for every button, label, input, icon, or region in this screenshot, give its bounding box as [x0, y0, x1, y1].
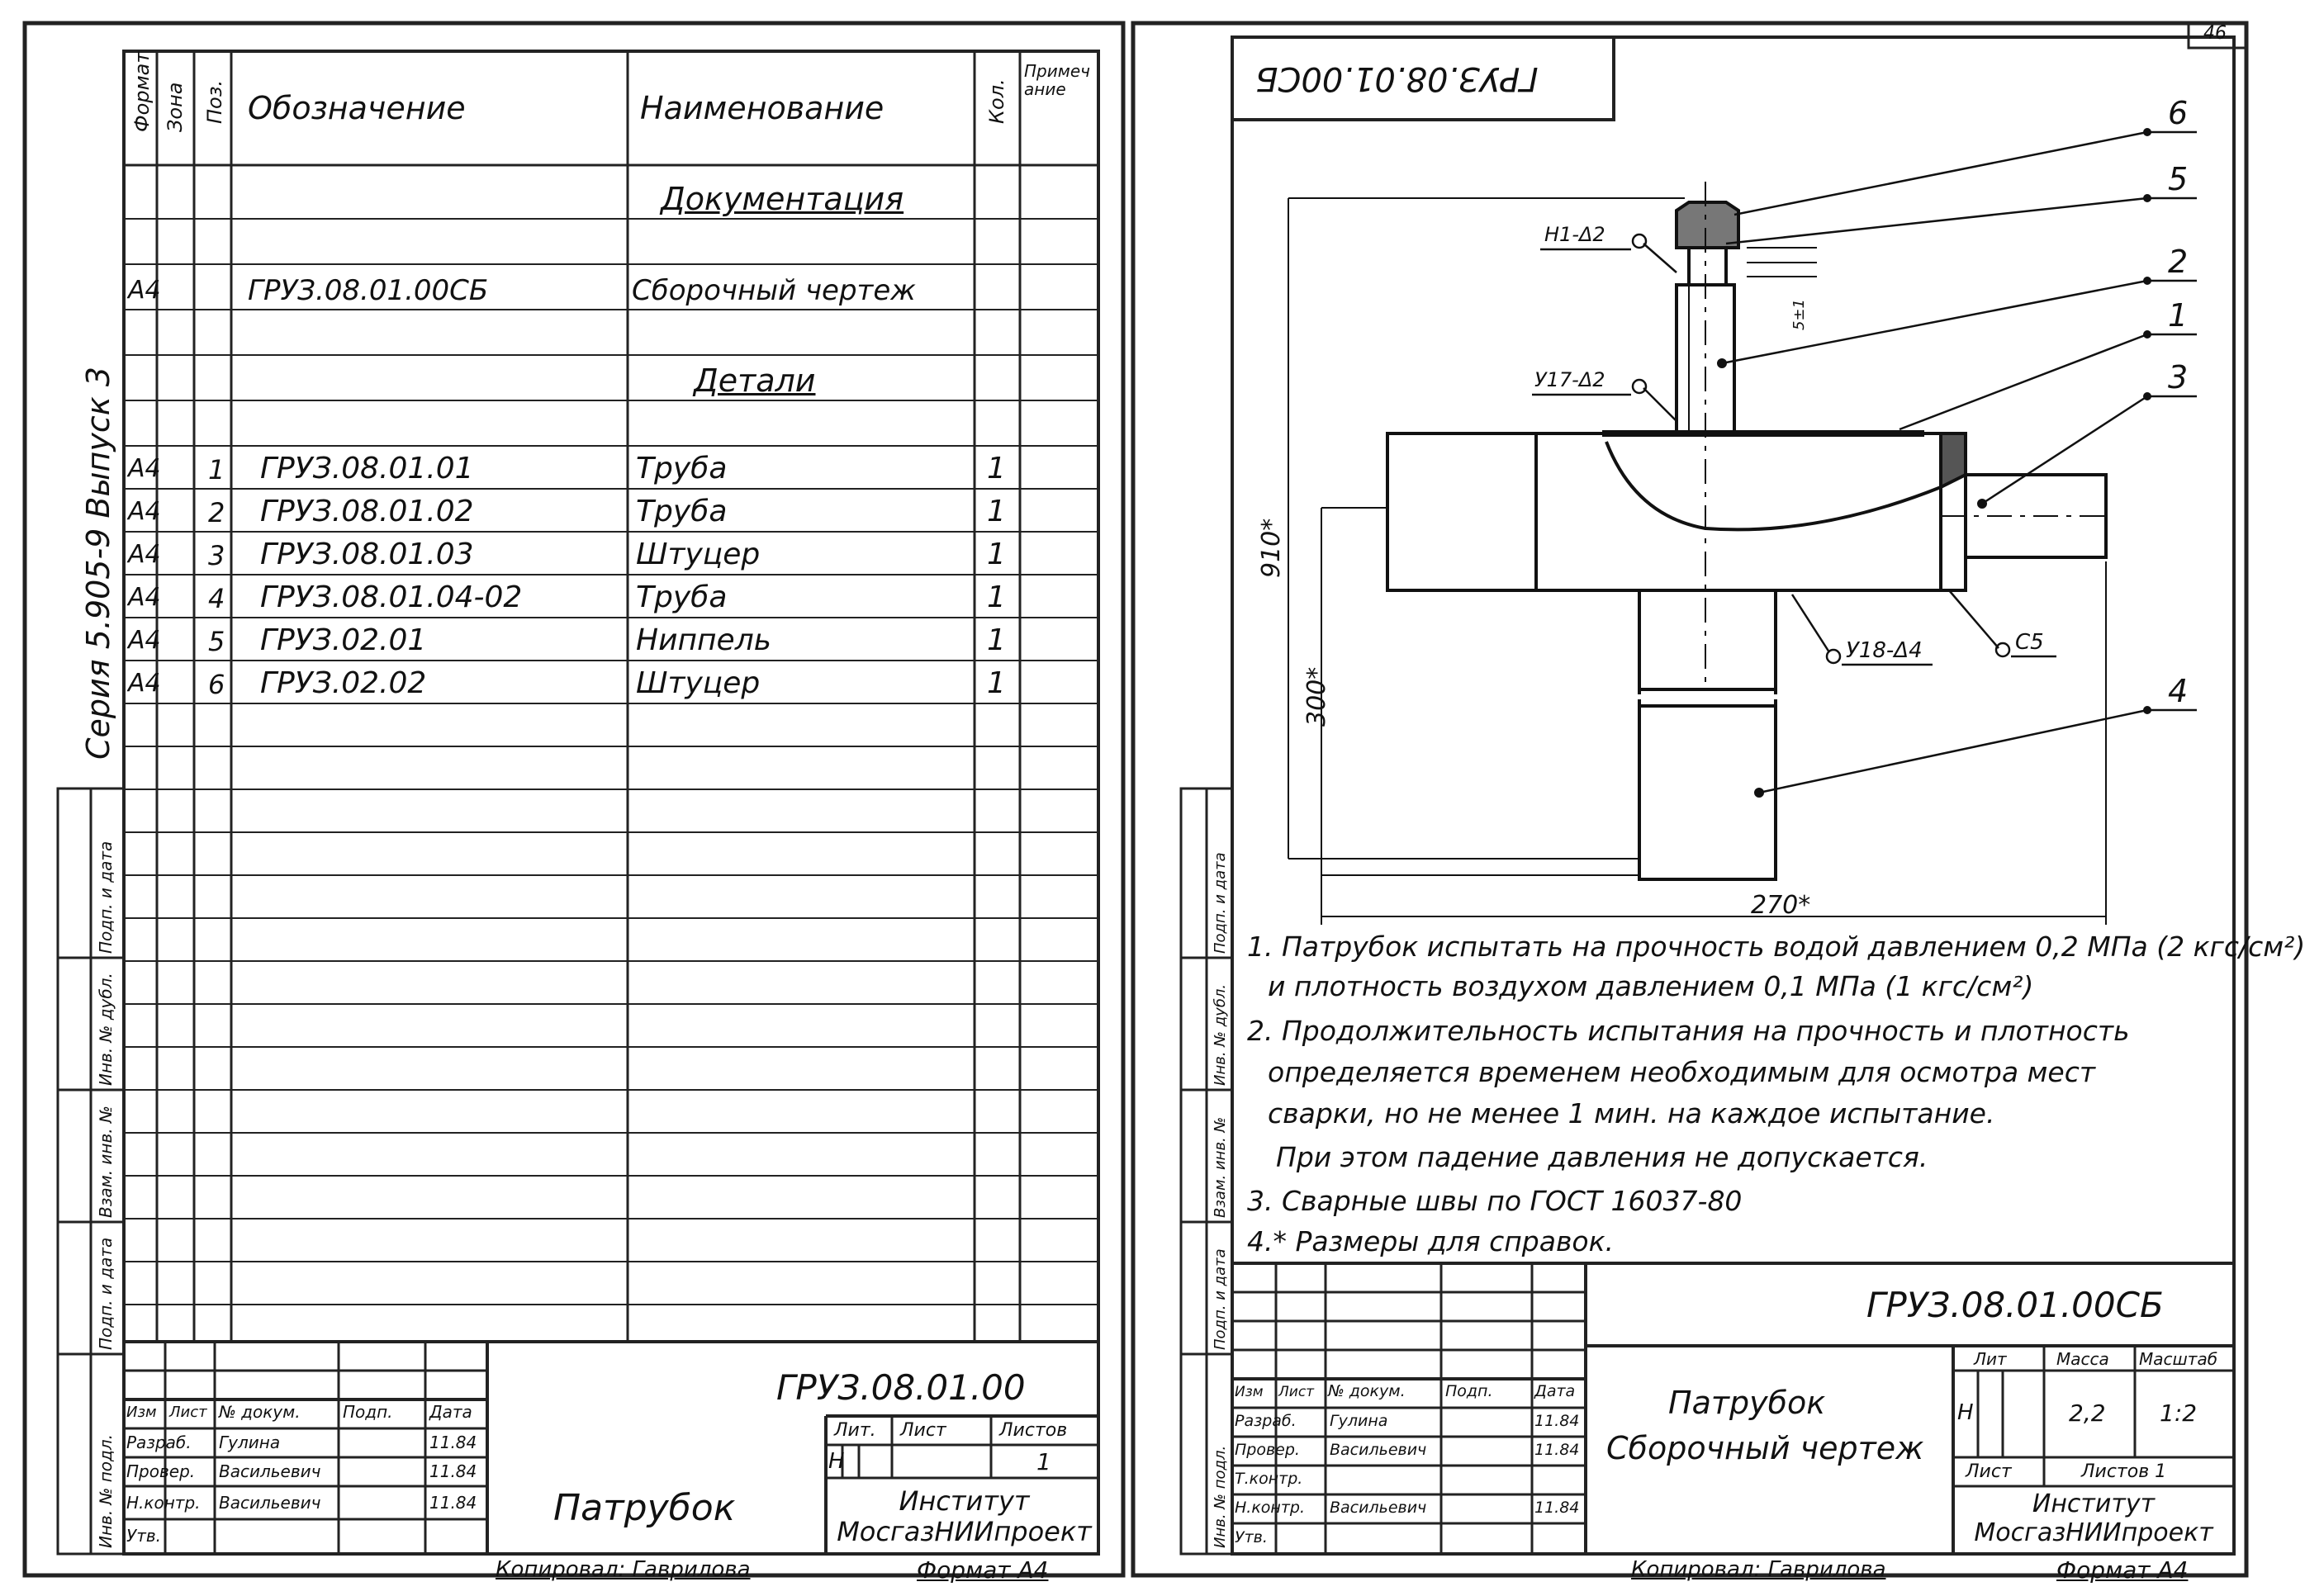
title-subname: Сборочный чертеж	[1606, 1430, 1924, 1466]
series-label: Серия 5.905-9 Выпуск 3	[80, 367, 116, 760]
title-name: Патрубок	[553, 1487, 736, 1529]
dim-height-lower: 300*	[1302, 666, 1331, 727]
doc-row-format: А4	[128, 276, 161, 305]
weld-mark: У17-Δ2	[1534, 368, 1605, 391]
title-code: ГРУЗ.08.01.00СБ	[1866, 1285, 2164, 1325]
side-label: Инв. № дубл.	[96, 973, 116, 1086]
callout-4: 4	[2168, 673, 2189, 709]
section-docs: Документация	[661, 181, 904, 217]
callout-5: 5	[2168, 161, 2189, 197]
header-note: Примечание	[1024, 61, 1090, 99]
weld-mark: Н1-Δ2	[1544, 223, 1605, 246]
side-label: Взам. инв. №	[1212, 1116, 1229, 1218]
side-label: Взам. инв. №	[96, 1106, 116, 1218]
header-format: Формат	[130, 51, 154, 132]
side-label: Подп. и дата	[1212, 852, 1229, 954]
title-org: Институт МосгазНИИпроект	[1974, 1489, 2213, 1547]
weld-mark: С5	[2015, 630, 2044, 655]
copied-label: Копировал: Гаврилова	[496, 1557, 751, 1582]
header-zone: Зона	[164, 82, 187, 132]
side-label: Инв. № подл.	[1212, 1445, 1229, 1548]
side-label: Инв. № дубл.	[1212, 983, 1229, 1086]
section-parts: Детали	[694, 362, 816, 399]
copied-label: Копировал: Гаврилова	[1631, 1557, 1886, 1582]
side-label: Подп. и дата	[96, 1237, 116, 1350]
title-org: Институт МосгазНИИпроект	[837, 1485, 1092, 1547]
doc-row-name: Сборочный чертеж	[632, 274, 916, 307]
header-name: Наименование	[640, 90, 885, 126]
doc-row-designation: ГРУЗ.08.01.00СБ	[248, 274, 489, 307]
title-name: Патрубок	[1668, 1385, 1826, 1421]
format-label: Формат А4	[917, 1556, 1049, 1584]
side-label: Подп. и дата	[96, 841, 116, 954]
callout-2: 2	[2168, 244, 2189, 280]
weld-mark: У18-Δ4	[1846, 638, 1923, 663]
header-designation: Обозначение	[248, 90, 466, 126]
dim-width: 270*	[1751, 891, 1811, 920]
title-code: ГРУЗ.08.01.00	[776, 1367, 1026, 1408]
header-qty: Кол.	[985, 78, 1008, 124]
assembly-drawing	[1288, 128, 2197, 925]
side-label: Подп. и дата	[1212, 1248, 1229, 1350]
stamp-code: ГРУЗ.08.01.00СБ	[1255, 59, 1539, 97]
callout-6: 6	[2168, 95, 2189, 131]
dim-height-total: 910*	[1257, 518, 1286, 578]
dim-small: 5±1	[1790, 299, 1808, 330]
format-label: Формат А4	[2056, 1556, 2189, 1584]
header-pos: Поз.	[203, 79, 226, 124]
callout-1: 1	[2168, 297, 2189, 334]
page-number: 46	[2203, 23, 2227, 44]
side-label: Инв. № подл.	[96, 1434, 116, 1548]
callout-3: 3	[2168, 359, 2189, 395]
